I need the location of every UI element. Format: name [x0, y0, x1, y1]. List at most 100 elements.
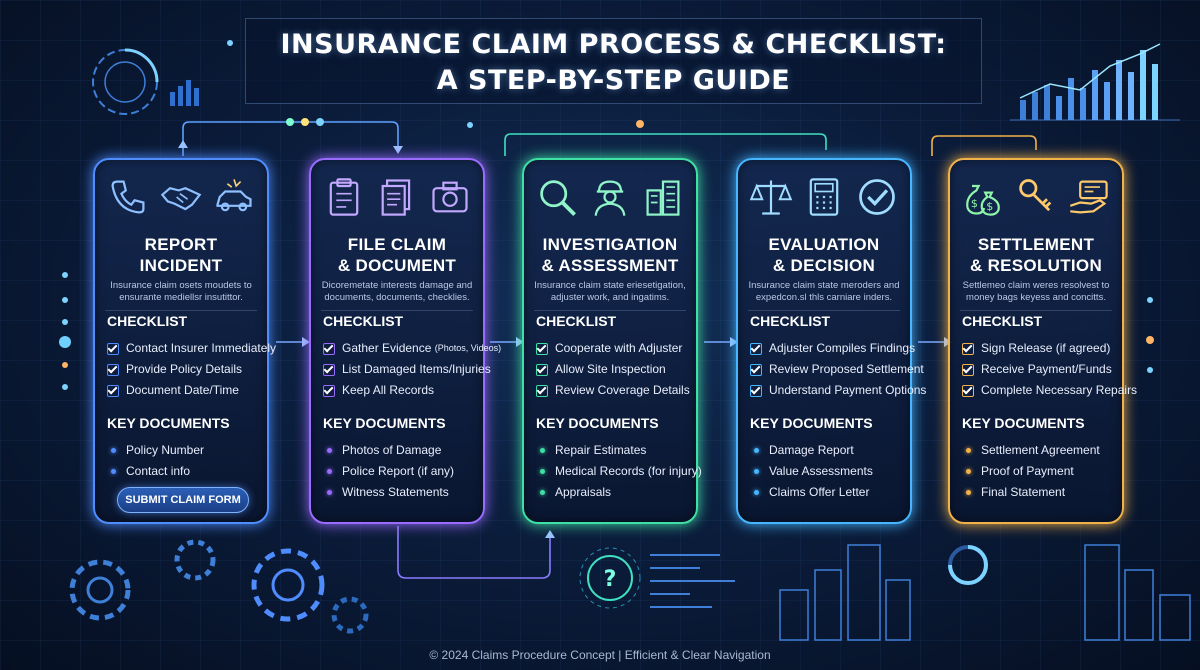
footer-credit: © 2024 Claims Procedure Concept | Effici…: [429, 648, 771, 662]
checklist: Cooperate with Adjuster Allow Site Inspe…: [536, 338, 692, 401]
step-icons: [524, 172, 696, 222]
document-label: Repair Estimates: [555, 443, 647, 457]
step-title-line1: INVESTIGATION: [542, 235, 678, 254]
checklist-item-label: Adjuster Compiles Findings: [769, 341, 916, 355]
radial-ring-inner: [104, 61, 146, 103]
page-title-line1: INSURANCE CLAIM PROCESS & CHECKLIST:: [280, 29, 947, 60]
document-item: Photos of Damage: [323, 440, 479, 461]
step-title: INVESTIGATION & ASSESSMENT: [524, 234, 696, 276]
step-description: Insurance claim state meroders and exped…: [748, 280, 900, 311]
checkbox-checked-icon: [107, 342, 119, 355]
glow-dot: [636, 120, 644, 128]
decor-bar: [1032, 92, 1038, 120]
arrowhead-1: [302, 337, 310, 347]
step-description: Dicoremetate interests damage and docume…: [321, 280, 473, 311]
document-label: Value Assessments: [769, 464, 873, 478]
step-title-line1: SETTLEMENT: [977, 235, 1095, 254]
bullet-icon: [327, 490, 332, 495]
glow-dot: [62, 272, 68, 278]
decor-bar: [1020, 100, 1026, 120]
step-title-line1: FILE CLAIM: [347, 235, 447, 254]
document-label: Photos of Damage: [342, 443, 442, 457]
step-title: FILE CLAIM & DOCUMENT: [311, 234, 483, 276]
step-title-line1: EVALUATION: [768, 235, 880, 254]
document-item: Repair Estimates: [536, 440, 692, 461]
arrowhead-bottom: [545, 530, 555, 538]
checklist-item-label: Provide Policy Details: [126, 362, 243, 376]
connector-2-3-bottom: [397, 526, 551, 579]
checklist-item: Sign Release (if agreed): [962, 338, 1118, 359]
checklist-item: Review Proposed Settlement: [750, 359, 924, 380]
mini-bar: [170, 92, 175, 106]
document-item: Value Assessments: [750, 461, 906, 482]
glow-dot: [467, 122, 473, 128]
checklist-item-note: (Photos, Videos): [434, 343, 502, 353]
checklist-heading: CHECKLIST: [536, 313, 617, 329]
building: [1084, 544, 1120, 641]
bullet-icon: [540, 448, 545, 453]
documents-list: Photos of Damage Police Report (if any) …: [323, 440, 479, 503]
document-item: Appraisals: [536, 482, 692, 503]
documents-heading: KEY DOCUMENTS: [750, 415, 873, 431]
gear-icon: [251, 548, 325, 622]
step-title: EVALUATION & DECISION: [738, 234, 910, 276]
building: [814, 569, 842, 641]
step-description: Insurance claim state eriesetigation, ad…: [534, 280, 686, 311]
dash-lines: [650, 554, 735, 608]
flow-connectors: [182, 121, 1037, 579]
step-description: Settlemeo claim weres resolvest to money…: [960, 280, 1112, 311]
document-label: Contact info: [126, 464, 191, 478]
glow-dot: [62, 319, 68, 325]
building: [847, 544, 881, 641]
arrowhead-3: [730, 337, 738, 347]
decor-bar: [1104, 82, 1110, 120]
arrowhead-2: [516, 337, 524, 347]
step-description: Insurance claim osets moudets to ensuran…: [105, 280, 257, 311]
camera-icon: [432, 181, 468, 213]
documents-list: Settlement Agreement Proof of Payment Fi…: [962, 440, 1118, 503]
submit-claim-form-button[interactable]: SUBMIT CLAIM FORM: [117, 487, 249, 513]
step-card-report-incident: REPORT INCIDENT Insurance claim osets mo…: [93, 158, 276, 524]
checklist-item: Receive Payment/Funds: [962, 359, 1118, 380]
glow-dot: [301, 118, 309, 126]
glow-dot: [1147, 367, 1153, 373]
buildings-icon: [646, 180, 680, 216]
checklist-item-label: Document Date/Time: [126, 383, 239, 397]
arrowhead-top-1: [393, 146, 403, 154]
checkbox-checked-icon: [107, 384, 119, 397]
checkbox-checked-icon: [962, 363, 974, 376]
document-label: Damage Report: [769, 443, 854, 457]
checklist-item-label: Sign Release (if agreed): [981, 341, 1111, 355]
ring-arc: [948, 545, 988, 585]
checklist-heading: CHECKLIST: [750, 313, 831, 329]
gear-hub: [271, 568, 305, 602]
checkbox-checked-icon: [323, 363, 335, 376]
checklist: Adjuster Compiles Findings Review Propos…: [750, 338, 926, 401]
connector-3-4-top: [504, 133, 827, 156]
checklist-item-label: Review Coverage Details: [555, 383, 690, 397]
help-glyph: ?: [604, 567, 617, 592]
step-title: SETTLEMENT & RESOLUTION: [950, 234, 1122, 276]
mini-bar: [194, 88, 199, 106]
document-item: Witness Statements: [323, 482, 479, 503]
bullet-icon: [966, 490, 971, 495]
decor-bar: [1152, 64, 1158, 120]
checklist-item: Review Coverage Details: [536, 380, 692, 401]
building: [1124, 569, 1154, 641]
step-title: REPORT INCIDENT: [95, 234, 267, 276]
help-circle-icon: ?: [579, 547, 641, 609]
checklist-item-label: Understand Payment Options: [769, 383, 927, 397]
bullet-icon: [540, 490, 545, 495]
step-title-line1: REPORT: [144, 235, 218, 254]
title-banner: INSURANCE CLAIM PROCESS & CHECKLIST: A S…: [245, 18, 982, 104]
glow-dot: [1147, 297, 1153, 303]
gear-icon: [331, 596, 369, 634]
checkbox-checked-icon: [536, 363, 548, 376]
decor-bar: [1116, 60, 1122, 120]
help-ring: [587, 555, 633, 601]
document-label: Appraisals: [555, 485, 612, 499]
checklist: Gather Evidence (Photos, Videos) List Da…: [323, 338, 501, 401]
scales-icon: [749, 180, 792, 215]
decor-trend: [1019, 43, 1161, 99]
